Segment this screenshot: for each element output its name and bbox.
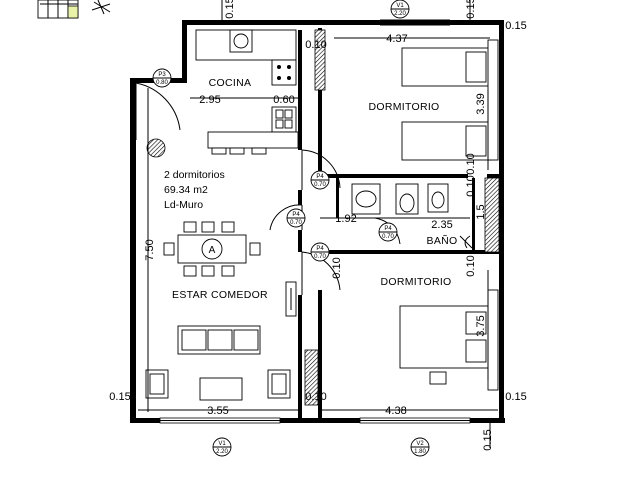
- wardrobe-top: [487, 39, 499, 161]
- window-bottom-right: [359, 417, 471, 424]
- window-top: [380, 19, 450, 26]
- dim-partition-top-right: 0.10: [465, 153, 477, 174]
- unit-info-bedrooms: 2 dormitorios: [164, 169, 225, 181]
- dim-kitchen-wall: 0.60: [273, 94, 294, 106]
- dim-kitchen-width: 2.95: [199, 94, 220, 106]
- room-label-bathroom: BAÑO: [427, 234, 458, 247]
- window-tag-v2-bottom: V2 1.80: [410, 437, 430, 457]
- dim-partition-top: 0.10: [305, 39, 326, 51]
- svg-text:V2: V2: [416, 441, 424, 447]
- dim-wall-top-right: 0.15: [465, 0, 477, 19]
- kitchen-counter: [195, 29, 297, 133]
- svg-text:2.20: 2.20: [394, 11, 406, 17]
- legend-strip: [37, 0, 79, 19]
- dim-wall-bottom-right: 0.15: [482, 429, 494, 450]
- window-bottom-left: [159, 417, 281, 424]
- svg-text:0.70: 0.70: [314, 182, 326, 188]
- svg-text:2.20: 2.20: [216, 449, 228, 455]
- hatched-wall-bottom: [304, 349, 319, 406]
- svg-text:0.70: 0.70: [290, 220, 302, 226]
- room-label-kitchen: COCINA: [209, 77, 252, 89]
- unit-info-area: 69.34 m2: [164, 184, 208, 196]
- room-label-bedroom-top: DORMITORIO: [368, 101, 439, 113]
- wardrobe-bottom: [487, 289, 499, 391]
- svg-text:P4: P4: [292, 212, 300, 218]
- svg-text:0.70: 0.70: [314, 254, 326, 260]
- dim-partition-bath: 0.10: [465, 175, 477, 196]
- bed-bottom: [399, 305, 493, 369]
- door-tag-p4-hall: P4 0.70: [286, 208, 306, 228]
- compass-icon: [91, 0, 111, 15]
- svg-text:0.70: 0.70: [382, 234, 394, 240]
- svg-text:P3: P3: [158, 72, 166, 78]
- dim-bottom-bedroom-width: 4.38: [385, 405, 406, 417]
- walls: [130, 20, 505, 423]
- svg-text:V1: V1: [396, 3, 404, 9]
- bathroom-fixtures: [351, 183, 473, 249]
- dim-wall-right-bottom: 0.15: [505, 391, 526, 403]
- door-tag-p4-bed-top: P4 0.70: [310, 170, 330, 190]
- sofa: [177, 325, 261, 355]
- dim-top-bedroom-depth: 3.39: [475, 93, 487, 114]
- svg-text:P4: P4: [384, 226, 392, 232]
- dim-living-width: 3.55: [207, 405, 228, 417]
- dim-wall-right-top: 0.15: [505, 20, 526, 32]
- dim-living-height: 7.50: [144, 239, 156, 260]
- dining-table: [163, 221, 261, 277]
- unit-info-wall-type: Ld-Muro: [164, 199, 203, 211]
- dim-wall-top-left: 0.15: [224, 0, 236, 19]
- dim-partition-bottom: 0.10: [305, 391, 326, 403]
- svg-text:0.80: 0.80: [156, 80, 168, 86]
- door-tag-p4-bath: P4 0.70: [378, 222, 398, 242]
- room-label-bedroom-bottom: DORMITORIO: [380, 276, 451, 288]
- dim-partition-mid: 0.10: [331, 257, 343, 278]
- hatched-wall-top: [314, 29, 326, 91]
- coffee-table: [199, 377, 243, 401]
- column-icon: [146, 138, 166, 158]
- window-tag-v1-bottom: V1 2.20: [212, 437, 232, 457]
- dimension-lines: [138, 0, 498, 448]
- svg-text:P4: P4: [316, 174, 324, 180]
- armchairs: [145, 369, 291, 399]
- dim-bath-depth: 1.5: [475, 204, 487, 219]
- table-marker: A: [209, 245, 216, 256]
- svg-text:P4: P4: [316, 246, 324, 252]
- dim-partition-right-mid: 0.10: [465, 255, 477, 276]
- breakfast-bar: [207, 131, 299, 155]
- bed-top-upper: [401, 47, 493, 87]
- dim-top-bedroom-width: 4.37: [386, 33, 407, 45]
- svg-text:1.80: 1.80: [414, 449, 426, 455]
- svg-text:V1: V1: [218, 441, 226, 447]
- dim-bottom-bedroom-depth: 3.75: [475, 315, 487, 336]
- dim-hall-width: 1.92: [335, 213, 356, 225]
- window-tag-v1-top: V1 2.20: [390, 0, 410, 19]
- door-tag-p3: P3 0.80: [152, 68, 172, 88]
- door-tag-p4-bed-bottom: P4 0.70: [310, 242, 330, 262]
- nightstand: [429, 371, 447, 385]
- bed-top-lower: [401, 121, 493, 161]
- room-label-living: ESTAR COMEDOR: [172, 289, 268, 301]
- dim-wall-left-bottom: 0.15: [109, 391, 130, 403]
- hatched-wall-bath: [484, 177, 500, 253]
- dim-bath-width: 2.35: [431, 219, 452, 231]
- tv-unit: [285, 281, 297, 317]
